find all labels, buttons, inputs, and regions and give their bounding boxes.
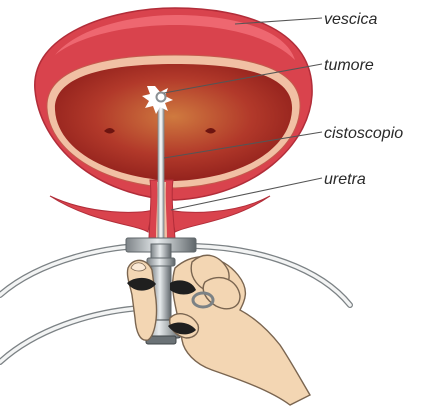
urethra-right-wall — [170, 196, 270, 232]
hand-thumb — [127, 260, 156, 340]
bladder — [35, 8, 312, 200]
label-urethra: uretra — [324, 171, 366, 188]
label-cystoscope: cistoscopio — [324, 125, 403, 142]
urethra-left-wall — [50, 196, 153, 232]
cystoscope-collar — [147, 258, 175, 266]
label-bladder: vescica — [324, 11, 377, 28]
cystoscope-shaft — [158, 102, 164, 242]
tube-lower — [0, 308, 140, 362]
label-tumor: tumore — [324, 57, 374, 74]
